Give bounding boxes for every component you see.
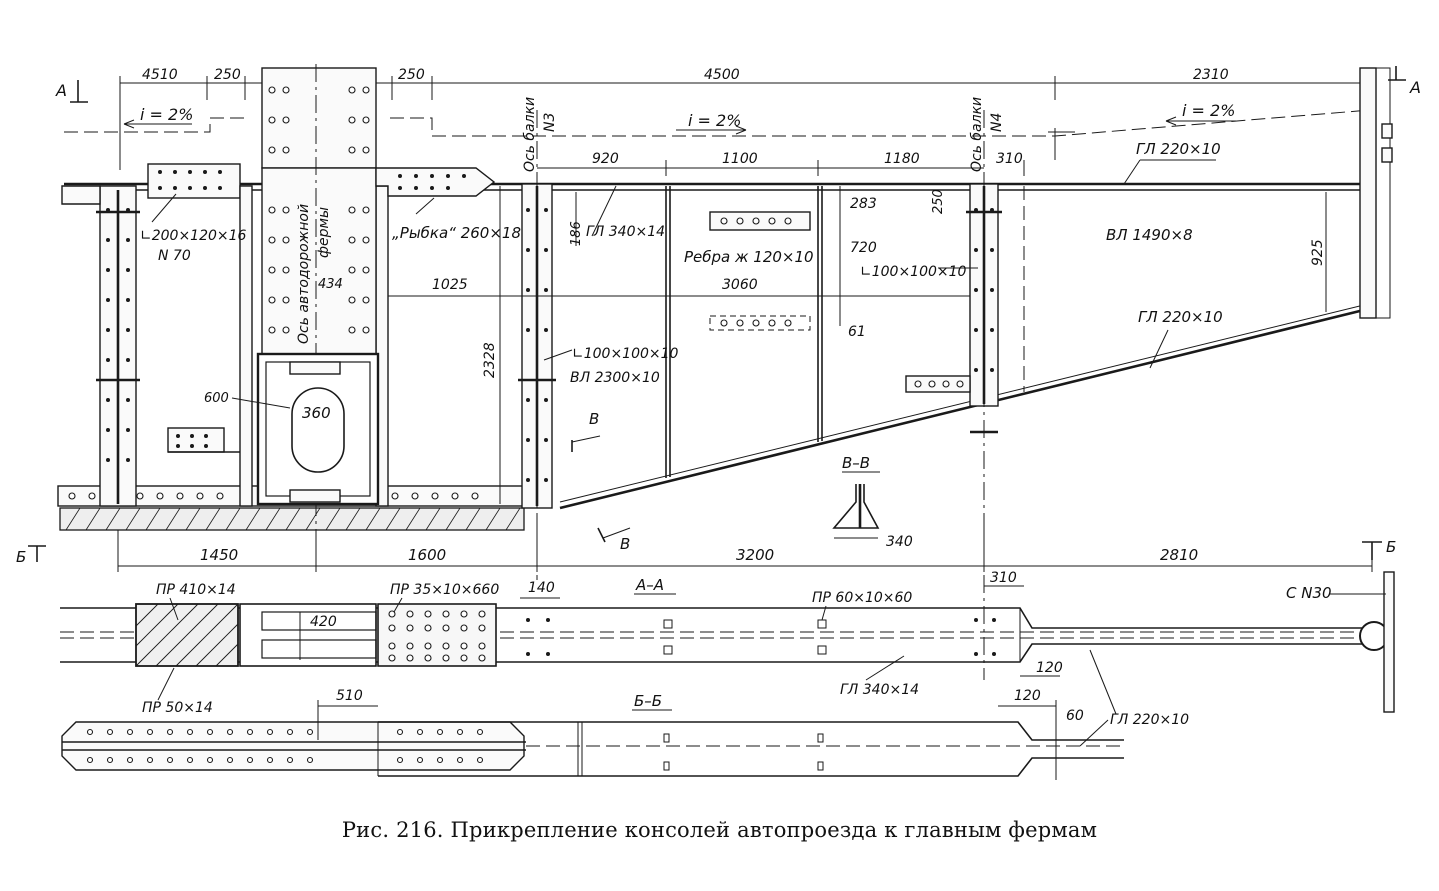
label-gl-220-top: ГЛ 220×10 (1136, 140, 1221, 158)
section-vv-title: В–В (842, 454, 870, 472)
label-fish: „Рыбка“ 260×18 (392, 224, 521, 242)
dim-310-top: 310 (996, 151, 1023, 167)
plan-aa-dim-310: 310 (990, 570, 1017, 586)
slope-right: i = 2% (1182, 101, 1235, 120)
label-ribs: Ребра ж 120×10 (684, 248, 814, 266)
dim-283: 283 (850, 196, 877, 212)
plan-aa: А–А 420 (60, 570, 1395, 716)
label-angle-200: ∟200×120×16 (140, 228, 247, 244)
dim-4510: 4510 (142, 67, 178, 83)
slope-left: i = 2% (140, 105, 193, 124)
dim-434: 434 (318, 277, 343, 292)
plan-aa-dim-420: 420 (310, 614, 337, 630)
dim-3200: 3200 (736, 546, 774, 564)
dim-61: 61 (848, 324, 866, 340)
dim-186: 186 (569, 221, 584, 246)
dim-3060: 3060 (722, 277, 758, 293)
label-pr-35: ПР 35×10×660 (390, 582, 499, 598)
dim-250-left: 250 (214, 67, 241, 83)
dim-250-right: 250 (398, 67, 425, 83)
label-angle-100-left: ∟100×100×10 (572, 346, 679, 362)
dim-1180: 1180 (884, 151, 920, 167)
plan-bb-dim-60: 60 (1066, 708, 1084, 724)
figure-caption: Рис. 216. Прикрепление консолей автопрое… (341, 818, 1098, 842)
beam3-axis-label-1: Ось балки (522, 97, 538, 172)
plan-aa-title: А–А (635, 576, 664, 594)
section-mark-b-left-label: Б (16, 548, 26, 566)
section-mark-a-left: А (55, 80, 88, 103)
label-pr-60: ПР 60×10×60 (812, 590, 912, 606)
section-mark-v-bottom: В (597, 527, 630, 553)
label-gl-220-slope: ГЛ 220×10 (1138, 308, 1223, 326)
plan-bb: Б–Б 510 120 60 ГЛ 220×10 (61, 649, 1189, 780)
dim-1025: 1025 (432, 277, 468, 293)
section-mark-a-right: А (1388, 66, 1421, 97)
main-elevation: 920 1100 1180 310 283 720 61 1025 3060 1… (57, 64, 1393, 680)
label-angle-100-right: ∟100×100×10 (860, 264, 967, 280)
plan-aa-dim-140: 140 (528, 580, 555, 596)
section-vv-dim: 340 (886, 534, 913, 550)
section-vv: В–В 340 (832, 454, 913, 550)
dim-2810: 2810 (1160, 546, 1198, 564)
section-mark-v-bottom-label: В (620, 535, 630, 553)
dim-1100: 1100 (722, 151, 758, 167)
section-mark-a-left-label: А (55, 81, 67, 100)
bottom-dimension-chain: 1450 1600 3200 2810 (117, 530, 1373, 572)
plan-bb-dim-120: 120 (1014, 688, 1041, 704)
label-pr-50: ПР 50×14 (142, 700, 213, 716)
section-mark-a-right-label: А (1409, 78, 1421, 97)
dim-920: 920 (592, 151, 619, 167)
plan-bb-dim-510: 510 (336, 688, 363, 704)
label-cn30: С N30 (1286, 584, 1332, 602)
dim-1450: 1450 (200, 546, 238, 564)
beam4-axis-label-1: Ось балки (969, 97, 985, 172)
beam4-axis-label-2: N4 (989, 113, 1005, 132)
beam3-axis-label-2: N3 (542, 113, 558, 132)
label-gl-340: ГЛ 340×14 (586, 224, 665, 240)
label-gl-220-plan: ГЛ 220×10 (1110, 712, 1189, 728)
dim-720: 720 (850, 240, 877, 256)
label-gl-340-plan: ГЛ 340×14 (840, 682, 919, 698)
label-pr-410: ПР 410×14 (156, 582, 236, 598)
dim-2328: 2328 (482, 342, 498, 378)
section-mark-b-left: Б (16, 545, 46, 566)
slope-indicators: i = 2% i = 2% i = 2% (123, 101, 1236, 135)
section-mark-b-right: Б (1362, 538, 1396, 560)
label-n70: N 70 (158, 248, 191, 264)
dim-4500: 4500 (704, 67, 740, 83)
section-mark-v-top-label: В (589, 410, 599, 428)
plan-bb-title: Б–Б (634, 692, 662, 710)
slope-middle: i = 2% (688, 111, 741, 130)
section-mark-v-top: В (571, 410, 601, 452)
dim-360: 360 (302, 404, 331, 422)
dim-925: 925 (1310, 239, 1326, 266)
dim-2310: 2310 (1193, 67, 1229, 83)
dim-1600: 1600 (408, 546, 446, 564)
plan-aa-dim-120: 120 (1036, 660, 1063, 676)
truss-axis-label-2: фермы (316, 207, 332, 258)
dim-600: 600 (204, 391, 229, 406)
dim-250-vert: 250 (931, 189, 946, 214)
label-vl-2300: ВЛ 2300×10 (570, 370, 660, 386)
label-vl-1490: ВЛ 1490×8 (1106, 226, 1193, 244)
deck-outline (64, 109, 1371, 160)
section-mark-b-right-label: Б (1386, 538, 1396, 556)
truss-axis-label-1: Ось автодорожной (296, 204, 312, 344)
